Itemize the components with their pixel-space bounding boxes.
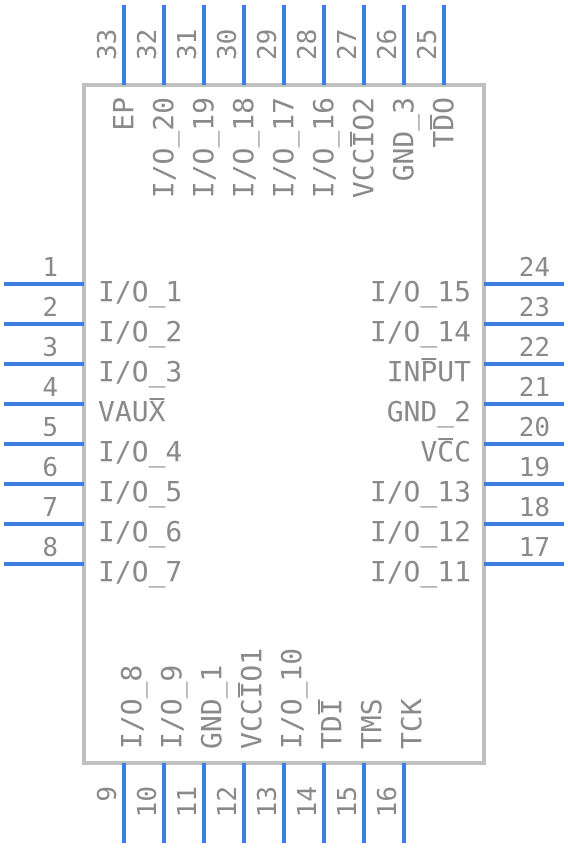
- pin-18-number: 18: [519, 493, 550, 523]
- pin-31-number: 31: [173, 29, 203, 60]
- pin-11-label: GND_1: [195, 665, 229, 749]
- pin-19-number: 19: [519, 453, 550, 483]
- pin-20-label: VCC: [420, 435, 471, 468]
- pin-8-label: I/O_7: [98, 555, 182, 589]
- pin-19-label: I/O_13: [370, 475, 471, 509]
- pin-15-label: TMS: [355, 698, 388, 749]
- pin-15-number: 15: [333, 786, 363, 817]
- pin-9-number: 9: [93, 786, 123, 802]
- pin-12-number: 12: [213, 786, 243, 817]
- pin-16-label: TCK: [395, 698, 428, 749]
- pin-2-number: 2: [42, 293, 58, 323]
- pin-6-label: I/O_5: [98, 475, 182, 509]
- pin-23-number: 23: [519, 293, 550, 323]
- pin-27-label: VCCIO2: [347, 97, 380, 198]
- pin-2-label: I/O_2: [98, 315, 182, 349]
- pin-7-label: I/O_6: [98, 515, 182, 549]
- pin-28-label: I/O_16: [307, 97, 341, 198]
- pin-11-number: 11: [173, 786, 203, 817]
- pin-14-label: TDI: [315, 698, 348, 749]
- pin-5-label: I/O_4: [98, 435, 182, 469]
- pin-22-label: INPUT: [387, 355, 471, 388]
- pin-1-number: 1: [42, 253, 58, 283]
- pin-8-number: 8: [42, 533, 58, 563]
- pin-3-label: I/O_3: [98, 355, 182, 389]
- pin-23-label: I/O_14: [370, 315, 471, 349]
- pin-13-label: I/O_10: [275, 648, 309, 749]
- pin-26-label: GND_3: [387, 97, 421, 181]
- pin-3-number: 3: [42, 333, 58, 363]
- pin-24-number: 24: [519, 253, 550, 283]
- pin-17-number: 17: [519, 533, 550, 563]
- pin-12-label: VCCIO1: [235, 648, 268, 749]
- pin-1-label: I/O_1: [98, 275, 182, 309]
- pin-6-number: 6: [42, 453, 58, 483]
- pin-5-number: 5: [42, 413, 58, 443]
- pin-28-number: 28: [293, 29, 323, 60]
- pin-22-number: 22: [519, 333, 550, 363]
- pin-13-number: 13: [253, 786, 283, 817]
- pin-29-label: I/O_17: [267, 97, 301, 198]
- pin-9-label: I/O_8: [115, 665, 149, 749]
- pin-33-label: EP: [107, 97, 140, 131]
- pin-14-number: 14: [293, 786, 323, 817]
- pin-33-number: 33: [93, 29, 123, 60]
- pin-21-label: GND_2: [387, 395, 471, 429]
- pin-24-label: I/O_15: [370, 275, 471, 309]
- pin-17-label: I/O_11: [370, 555, 471, 589]
- labels-layer: 1I/O_12I/O_23I/O_34VAUX5I/O_46I/O_57I/O_…: [42, 29, 550, 818]
- pin-25-number: 25: [413, 29, 443, 60]
- pin-32-label: I/O_20: [147, 97, 181, 198]
- pin-10-label: I/O_9: [155, 665, 189, 749]
- pin-30-label: I/O_18: [227, 97, 261, 198]
- pins-layer: [4, 5, 564, 843]
- pin-16-number: 16: [373, 786, 403, 817]
- pin-25-label: TDO: [427, 97, 460, 148]
- pin-20-number: 20: [519, 413, 550, 443]
- pin-18-label: I/O_12: [370, 515, 471, 549]
- pin-31-label: I/O_19: [187, 97, 221, 198]
- pin-4-label: VAUX: [98, 395, 166, 428]
- pin-26-number: 26: [373, 29, 403, 60]
- pin-30-number: 30: [213, 29, 243, 60]
- pin-21-number: 21: [519, 373, 550, 403]
- pin-27-number: 27: [333, 29, 363, 60]
- pin-10-number: 10: [133, 786, 163, 817]
- pin-7-number: 7: [42, 493, 58, 523]
- pin-32-number: 32: [133, 29, 163, 60]
- pin-4-number: 4: [42, 373, 58, 403]
- pin-29-number: 29: [253, 29, 283, 60]
